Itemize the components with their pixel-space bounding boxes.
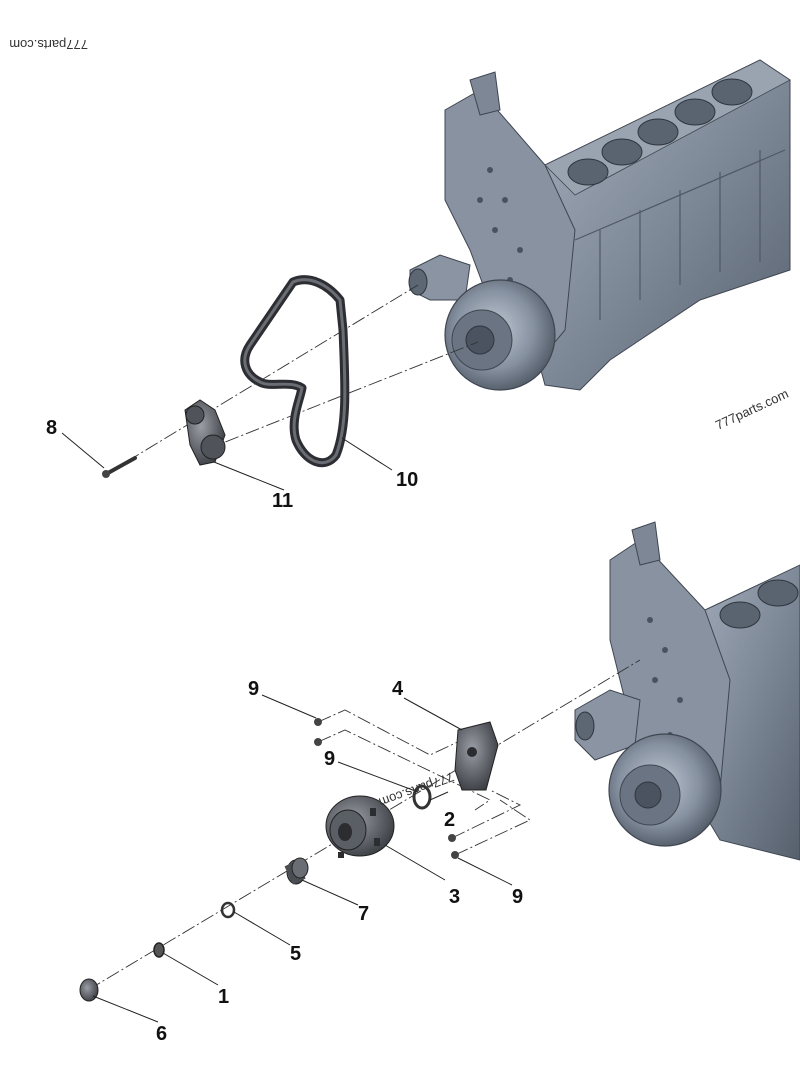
engine-block-lower — [574, 521, 800, 861]
centerlines-upper — [107, 284, 479, 474]
pump-bracket — [454, 721, 499, 791]
washer — [153, 942, 165, 958]
seal-ring — [412, 784, 432, 810]
tensioner-bolt — [102, 456, 137, 478]
o-ring — [220, 901, 236, 919]
bracket-bolts — [314, 718, 459, 859]
callout-9-upper: 9 — [248, 678, 259, 700]
serpentine-belt-highlight — [243, 278, 347, 465]
callout-1: 1 — [218, 986, 229, 1008]
bushing — [284, 857, 309, 885]
callout-4: 4 — [392, 678, 404, 700]
callout-9-middle: 9 — [324, 748, 335, 770]
callout-9-right: 9 — [512, 886, 523, 908]
leaders-upper — [61, 432, 393, 491]
callout-2: 2 — [444, 809, 455, 831]
pulley-hub — [325, 795, 395, 858]
callout-3: 3 — [449, 886, 460, 908]
leaders-lower — [92, 694, 513, 1023]
callout-8: 8 — [46, 417, 57, 439]
callout-7: 7 — [358, 903, 369, 925]
belt-tensioner — [184, 399, 226, 466]
watermark-top-left: 777parts.com — [9, 37, 88, 52]
end-cap — [79, 978, 99, 1002]
callout-5: 5 — [290, 943, 301, 965]
callout-6: 6 — [156, 1023, 167, 1045]
centerlines-bolts — [317, 709, 531, 856]
engine-block-upper — [408, 59, 791, 391]
callout-11: 11 — [272, 490, 293, 512]
watermark-right-edge: 777parts.com — [713, 386, 791, 433]
callout-10: 10 — [396, 469, 418, 491]
